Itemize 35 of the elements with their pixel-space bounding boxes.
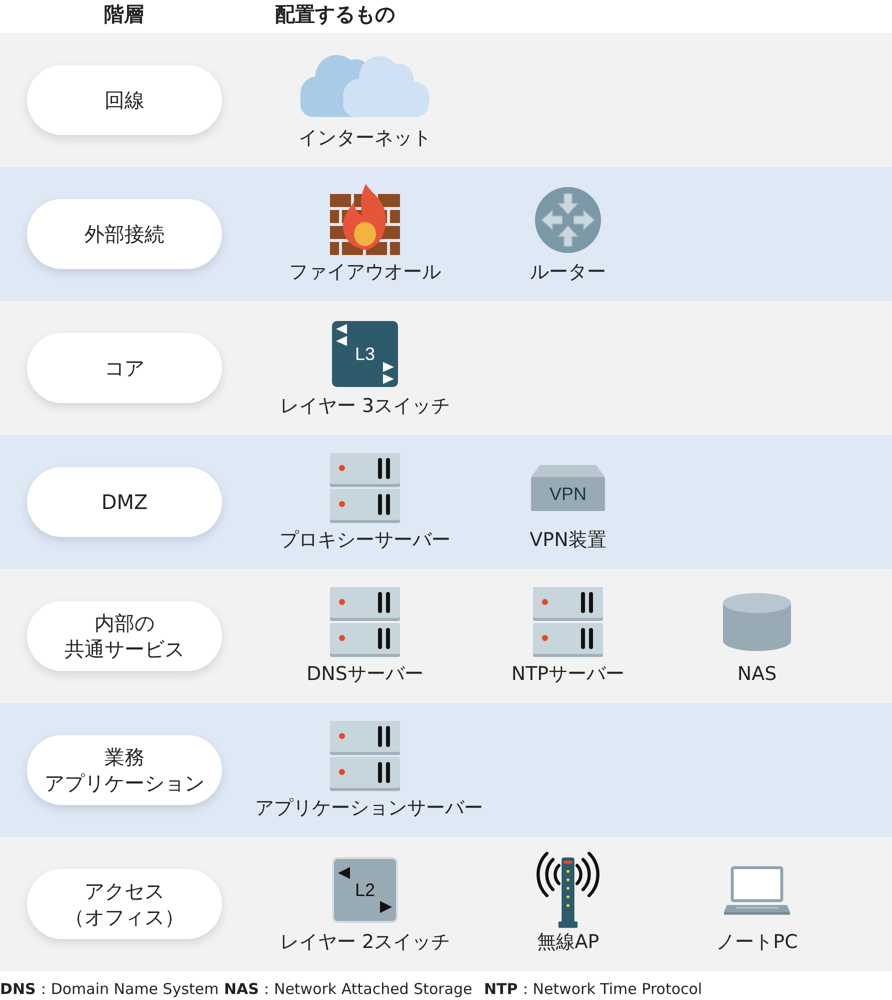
device-name: 無線AP: [536, 930, 600, 954]
device-name: アプリケーションサーバー: [255, 796, 483, 820]
device-name: ルーター: [530, 260, 606, 284]
layer-pill: コア: [27, 333, 222, 403]
device-name: NAS: [737, 662, 777, 686]
device-name: インターネット: [298, 126, 432, 150]
abbreviation-note: NAS：Network Attached Storage: [224, 979, 472, 999]
icon-label: L2: [354, 880, 376, 900]
column-header: 階層: [104, 1, 144, 27]
layer-band: [0, 167, 892, 301]
device-name: レイヤー 3スイッチ: [280, 394, 450, 418]
device-name: ファイアウオール: [289, 260, 441, 284]
layer-band: [0, 569, 892, 703]
device-name: プロキシーサーバー: [280, 528, 450, 552]
device-name: レイヤー 2スイッチ: [280, 930, 450, 954]
layer-band: [0, 435, 892, 569]
layer-band: [0, 33, 892, 167]
abbreviation-note: DNS：Domain Name System: [0, 979, 219, 999]
layer-pill: 外部接続: [27, 199, 222, 269]
layer-band: [0, 301, 892, 435]
layer-pill: 内部の共通サービス: [27, 601, 222, 671]
icon-label: VPN: [550, 484, 586, 504]
layer-pill: 業務アプリケーション: [27, 735, 222, 805]
layer-pill: 回線: [27, 65, 222, 135]
abbreviation-note: NTP：Network Time Protocol: [484, 979, 702, 999]
icon-label: L3: [354, 344, 376, 364]
device-name: ノートPC: [716, 930, 798, 954]
device-name: NTPサーバー: [511, 662, 625, 686]
device-name: VPN装置: [530, 528, 606, 552]
layer-band: [0, 837, 892, 971]
layer-pill: アクセス（オフィス）: [27, 869, 222, 939]
column-header: 配置するもの: [275, 1, 395, 27]
device-name: DNSサーバー: [306, 662, 424, 686]
layer-band: [0, 703, 892, 837]
layer-pill: DMZ: [27, 467, 222, 537]
